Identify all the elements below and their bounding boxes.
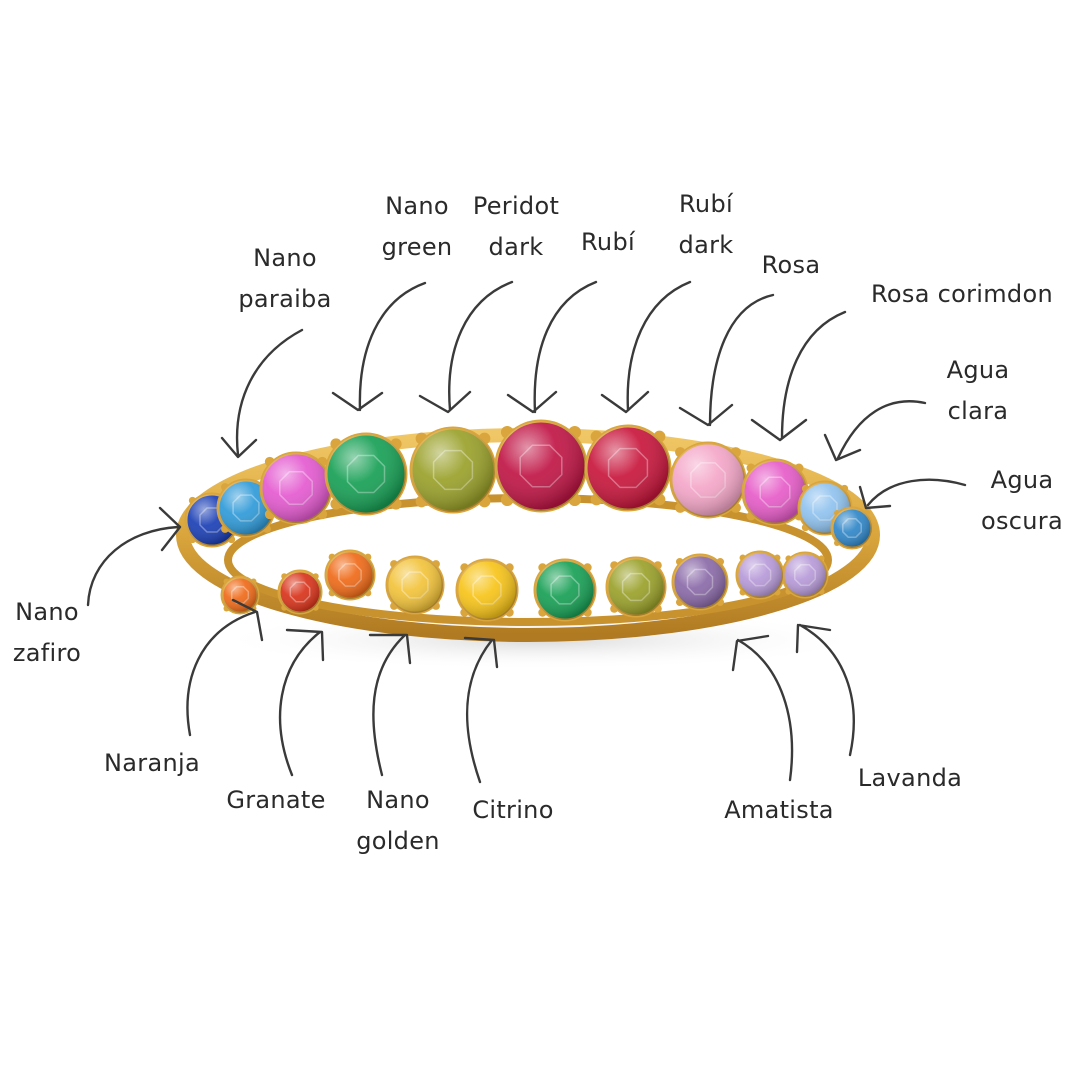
gem-agua-oscura [830,506,874,550]
gem-amatista [671,553,729,611]
arrow-peridot-dark [418,280,514,414]
arrow-nano-golden [368,633,412,777]
arrow-nano-paraiba [220,328,304,459]
label-rubi: Rubí [581,228,635,256]
arrow-naranja [186,598,264,737]
arrow-citrino [463,636,499,784]
label-rosa: Rosa [761,251,821,279]
arrow-rubi [506,280,598,414]
arrow-lavanda [795,623,855,757]
gem-back-0 [220,575,260,615]
gem-lavanda [735,550,785,600]
gem-back-2 [324,549,376,601]
arrow-nano-green [331,281,427,412]
gem-back-3 [781,551,829,599]
label-naranja: Naranja [104,749,200,777]
gem-front-green [533,558,597,622]
arrow-agua-oscura [858,478,967,510]
gem-nano-golden [385,555,445,615]
label-amatista: Amatista [724,796,834,824]
gem-back-1 [277,569,323,615]
label-rosa-corimdon: Rosa corimdon [871,280,1053,308]
gem-pink [259,451,333,525]
gem-rubi [494,419,588,513]
gem-rubi-dark [584,424,672,512]
gem-rosa [669,441,747,519]
arrow-agua-clara [823,400,927,462]
label-citrino: Citrino [472,796,554,824]
gem-nano-green [324,432,408,516]
arrow-rosa [678,293,775,427]
label-granate: Granate [226,786,326,814]
label-lavanda: Lavanda [857,764,963,792]
arrow-nano-zafiro [86,506,182,607]
gem-front-peridot [605,556,667,618]
gem-peridot-dark [409,426,497,514]
arrow-granate [278,628,325,777]
gem-rosa-corimdon [741,458,809,526]
label-arrows [86,280,967,784]
arrow-amatista [731,634,794,782]
arrow-rubi-dark [600,280,692,414]
gem-citrino [455,558,519,622]
arrow-rosa-corimdon [750,310,847,442]
